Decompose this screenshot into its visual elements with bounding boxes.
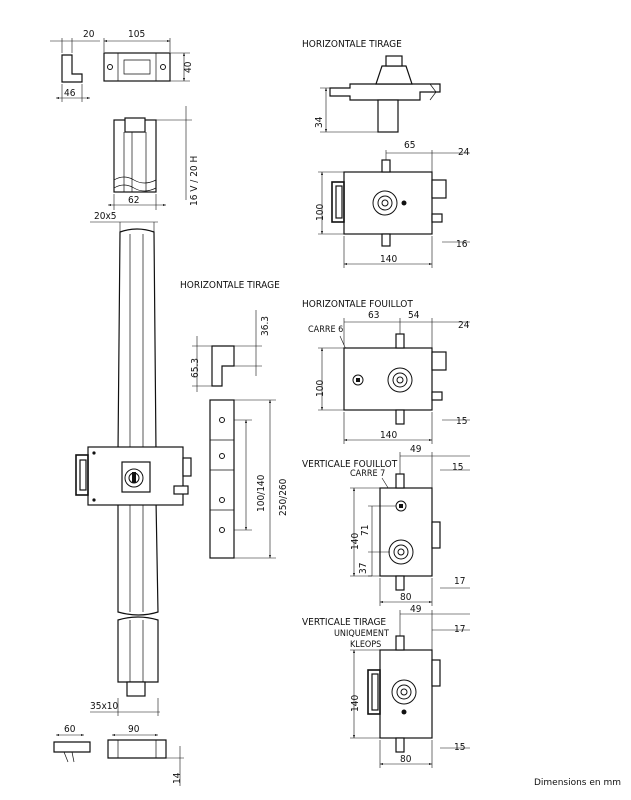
dim-36-3: 36.3: [260, 316, 271, 336]
vf-dim-17: 17: [454, 576, 465, 587]
hf-dim-15: 15: [456, 416, 467, 427]
vt-subtitle-2: KLEOPS: [350, 640, 381, 650]
title-verticale-tirage: VERTICALE TIRAGE: [302, 617, 386, 628]
ht-dim-34: 34: [314, 116, 325, 128]
vt-dim-49: 49: [410, 604, 422, 615]
vf-dim-49: 49: [410, 444, 422, 455]
hf-group: HORIZONTALE FOUILLOT 63 54 24 CARRE 6 10…: [302, 299, 470, 444]
angle-profile: [211, 345, 235, 387]
vt-dim-15: 15: [454, 742, 465, 753]
dim-20x5: 20x5: [94, 211, 117, 222]
dim-90: 90: [128, 724, 140, 735]
dim-250-260: 250/260: [278, 478, 289, 516]
dim-35x10: 35x10: [90, 701, 118, 712]
ht-dim-24: 24: [458, 147, 470, 158]
long-keeper-plate: [209, 399, 235, 559]
top-bracket-group: 20 105 40 46: [50, 29, 194, 102]
title-verticale-fouillot: VERTICALE FOUILLOT: [302, 459, 398, 470]
dim-62: 62: [128, 195, 139, 206]
vt-subtitle-1: UNIQUEMENT: [334, 629, 389, 639]
hf-dim-63: 63: [368, 310, 379, 321]
main-rod-group: 20x5 35x10: [75, 211, 192, 716]
title-horizontale-tirage-mid: HORIZONTALE TIRAGE: [180, 280, 280, 291]
hf-label-carre6: CARRE 6: [308, 325, 343, 335]
vt-lock-case: [379, 649, 433, 739]
dim-20: 20: [83, 29, 95, 40]
vt-dim-17: 17: [454, 624, 465, 635]
dim-100-140: 100/140: [256, 474, 267, 512]
vf-dim-71: 71: [360, 525, 371, 536]
vt-dim-80: 80: [400, 754, 412, 765]
vf-dim-37: 37: [358, 563, 369, 574]
dim-14: 14: [172, 772, 183, 784]
dim-46: 46: [64, 88, 76, 99]
hf-dim-24: 24: [458, 320, 470, 331]
hf-dim-100: 100: [315, 380, 326, 397]
vt-dim-140: 140: [350, 695, 361, 712]
dim-65-3: 65.3: [190, 358, 201, 378]
ht-dim-140: 140: [380, 254, 397, 265]
ht-group: HORIZONTALE TIRAGE 34 65 24 100 16: [302, 39, 470, 268]
main-lock-handle: [75, 454, 89, 496]
main-rod: [117, 228, 157, 453]
bottom-keeper-left: [53, 741, 91, 753]
dim-16v-20h: 16 V / 20 H: [189, 156, 200, 206]
ht-dim-100: 100: [315, 204, 326, 221]
dim-40: 40: [183, 61, 194, 73]
vf-group: VERTICALE FOUILLOT 49 15 CARRE 7 140 71 …: [302, 444, 470, 606]
vt-group: 49 VERTICALE TIRAGE UNIQUEMENT KLEOPS 17…: [302, 604, 470, 768]
vf-label-carre7: CARRE 7: [350, 469, 385, 479]
footer-note: Dimensions en mm: [533, 778, 621, 788]
l-bracket-profile: [61, 54, 83, 83]
dim-105: 105: [128, 29, 145, 40]
middle-keeper-group: HORIZONTALE TIRAGE 36.3 65.3 100/140 250…: [180, 280, 289, 559]
hf-dim-140: 140: [380, 430, 397, 441]
upper-rod-group: 16 V / 20 H 62: [108, 106, 200, 210]
vf-dim-15: 15: [452, 462, 463, 473]
ht-dim-65: 65: [404, 140, 415, 151]
title-horizontale-fouillot: HORIZONTALE FOUILLOT: [302, 299, 413, 310]
keeper-plate-top: [103, 52, 171, 82]
vf-dim-80: 80: [400, 592, 412, 603]
ht-dim-16: 16: [456, 239, 468, 250]
title-horizontale-tirage-top: HORIZONTALE TIRAGE: [302, 39, 402, 50]
ht-side-profile: [329, 83, 441, 101]
hf-dim-54: 54: [408, 310, 420, 321]
bottom-keeper-group: 60 90 14: [53, 724, 184, 786]
bottom-keeper-right: [107, 739, 167, 759]
dim-60: 60: [64, 724, 76, 735]
vf-dim-140: 140: [350, 533, 361, 550]
